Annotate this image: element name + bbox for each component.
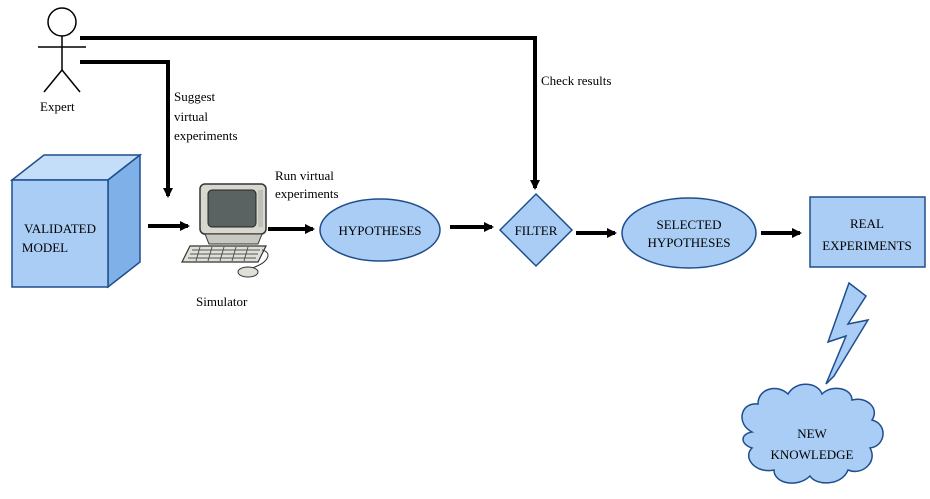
filter-label: FILTER xyxy=(515,223,558,238)
lightning-bolt-icon xyxy=(825,281,870,385)
hypotheses-node: HYPOTHESES xyxy=(319,198,441,262)
stick-figure-icon xyxy=(38,7,86,93)
computer-label: Simulator xyxy=(196,294,248,309)
run-label-line-2: experiments xyxy=(275,186,339,201)
actor-label: Expert xyxy=(40,99,75,114)
run-label-line-1: Run virtual xyxy=(275,168,334,183)
real-experiments-label-line-1: REAL xyxy=(850,216,884,231)
computer-icon xyxy=(181,183,269,278)
selected-hypotheses-label-line-2: HYPOTHESES xyxy=(647,235,730,250)
filter-node: FILTER xyxy=(498,192,574,268)
check-results-label: Check results xyxy=(541,73,611,88)
real-experiments-label-line-2: EXPERIMENTS xyxy=(822,238,912,253)
new-knowledge-label-line-1: NEW xyxy=(797,426,827,441)
suggest-label-line-1: Suggest xyxy=(174,89,216,104)
suggest-label-line-2: virtual xyxy=(174,109,208,124)
validated-model-label-line-1: VALIDATED xyxy=(24,221,96,236)
validated-model-node: VALIDATED MODEL xyxy=(9,153,143,289)
new-knowledge-label-line-2: KNOWLEDGE xyxy=(770,447,853,462)
real-experiments-node: REAL EXPERIMENTS xyxy=(809,196,926,268)
selected-hypotheses-label-line-1: SELECTED xyxy=(657,217,722,232)
expert-to-simulator-connector xyxy=(80,60,173,198)
suggest-label-line-3: experiments xyxy=(174,128,238,143)
hypotheses-label: HYPOTHESES xyxy=(338,223,421,238)
cloud-icon: NEW KNOWLEDGE xyxy=(741,383,884,484)
selected-hypotheses-node: SELECTED HYPOTHESES xyxy=(621,197,757,269)
validated-model-label-line-2: MODEL xyxy=(22,240,68,255)
expert-to-filter-connector xyxy=(80,36,540,190)
